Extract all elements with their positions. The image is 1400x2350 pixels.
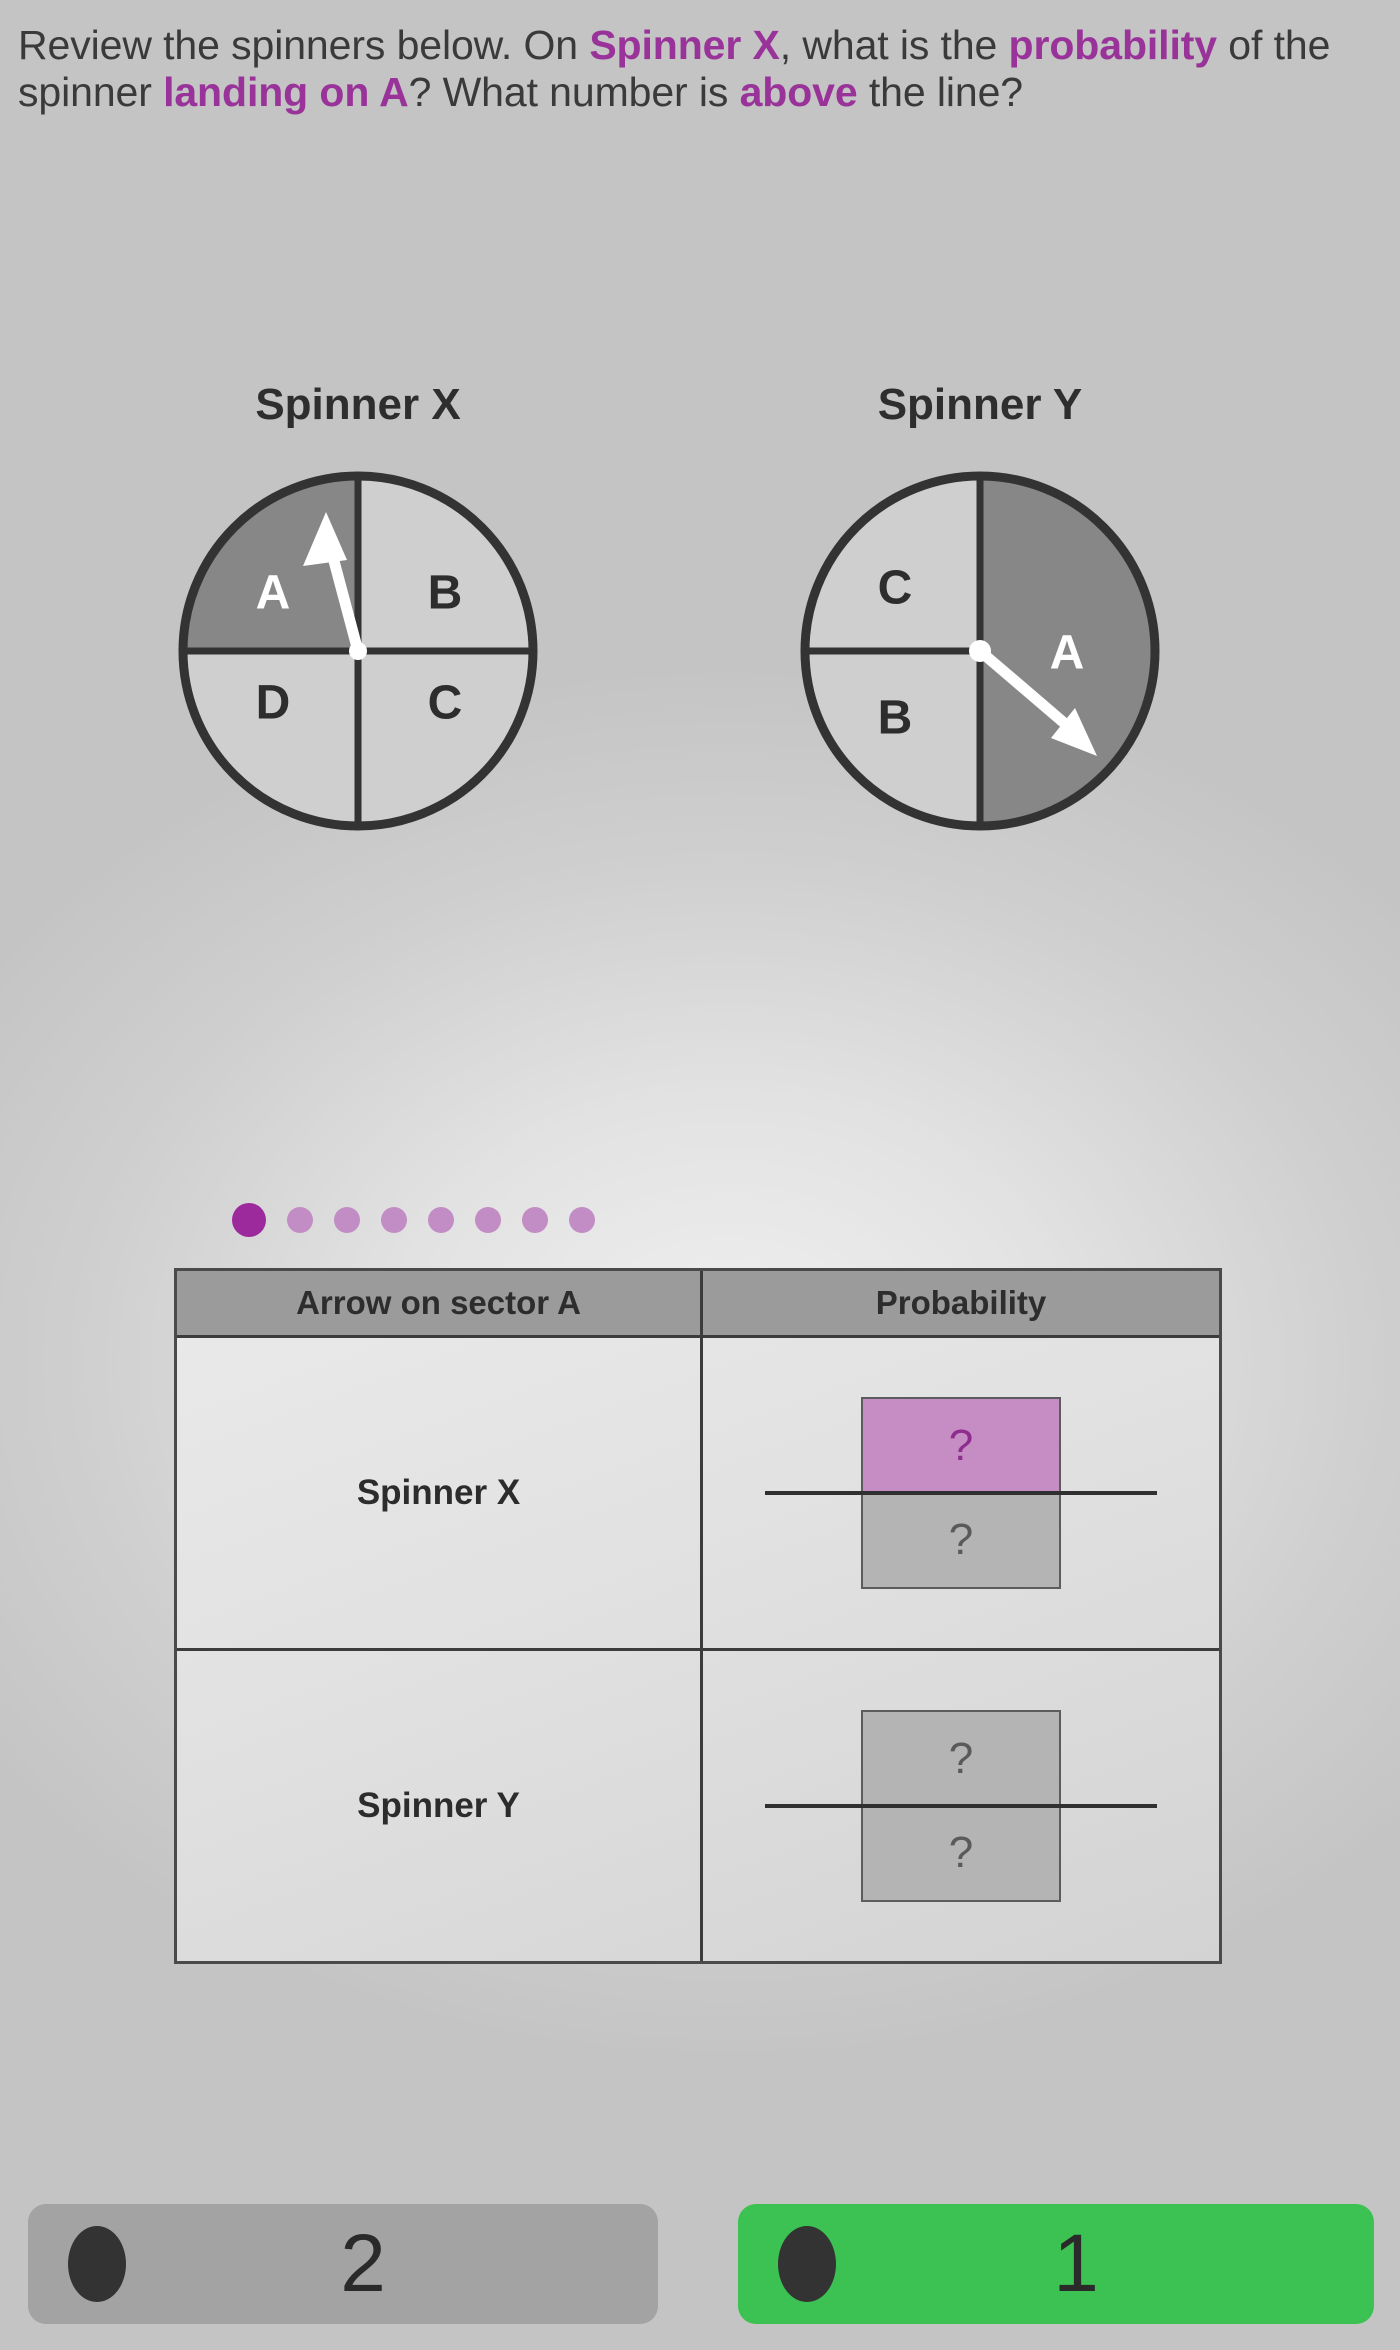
sector-b-y xyxy=(805,651,980,826)
table-header-row: Arrow on sector A Probability xyxy=(177,1271,1219,1338)
prompt-highlight-above: above xyxy=(739,68,858,115)
prompt-text-2: , what is the xyxy=(779,22,1009,68)
sector-label-a-x: A xyxy=(256,567,291,620)
fraction-widget-spinner-y: ? ? xyxy=(765,1706,1157,1906)
table-row: Spinner X ? ? xyxy=(177,1338,1219,1651)
row-label-cell-spinner-y: Spinner Y xyxy=(177,1651,703,1961)
row-label-spinner-y: Spinner Y xyxy=(357,1786,520,1825)
sector-c-x xyxy=(358,651,533,826)
answer-button-2[interactable]: 2 xyxy=(28,2204,658,2324)
bullet-icon xyxy=(778,2226,836,2302)
bullet-icon xyxy=(68,2226,126,2302)
progress-dot-active xyxy=(232,1203,266,1237)
spinner-y-block: Spinner Y A C B xyxy=(660,380,1300,846)
prompt-text-4: ? What number is xyxy=(408,68,740,115)
row-value-cell-spinner-y: ? ? xyxy=(703,1651,1219,1961)
answer-label-1: 1 xyxy=(1053,2218,1099,2309)
spinner-y-arrow xyxy=(969,640,1097,756)
table-row: Spinner Y ? ? xyxy=(177,1651,1219,1961)
row-value-cell-spinner-x: ? ? xyxy=(703,1338,1219,1648)
fraction-widget-spinner-x: ? ? xyxy=(765,1393,1157,1593)
numerator-box-spinner-y[interactable]: ? xyxy=(861,1710,1061,1806)
header-cell-arrow: Arrow on sector A xyxy=(177,1271,703,1335)
prompt-highlight-spinner-x: Spinner X xyxy=(589,22,780,68)
fraction-bar-spinner-y xyxy=(765,1804,1157,1808)
spinner-diagrams: Spinner X A B C D xyxy=(0,380,1400,1070)
question-prompt: Review the spinners below. On Spinner X,… xyxy=(18,22,1390,115)
prompt-text-3: of the spinner xyxy=(18,22,1331,115)
spinner-y-wrap: A C B xyxy=(660,456,1300,846)
numerator-box-spinner-x[interactable]: ? xyxy=(861,1397,1061,1493)
sector-label-d-x: D xyxy=(256,677,291,730)
spinner-x-block: Spinner X A B C D xyxy=(58,380,658,846)
spinner-x-arrow xyxy=(303,512,367,660)
header-label-arrow: Arrow on sector A xyxy=(296,1284,581,1321)
sector-label-c-x: C xyxy=(428,677,463,730)
denominator-box-spinner-x[interactable]: ? xyxy=(861,1493,1061,1589)
spinner-x-title: Spinner X xyxy=(255,380,461,429)
sector-a-x xyxy=(183,476,358,651)
answer-button-1[interactable]: 1 xyxy=(738,2204,1374,2324)
progress-dot xyxy=(381,1207,407,1233)
sector-label-c-y: C xyxy=(878,562,913,615)
row-label-spinner-x: Spinner X xyxy=(356,1473,521,1512)
progress-dot xyxy=(569,1207,595,1233)
progress-dot xyxy=(287,1207,313,1233)
progress-dot xyxy=(522,1207,548,1233)
prompt-text-1: Review the spinners below. On xyxy=(18,22,590,68)
spinner-x-diagram: A B C D xyxy=(178,471,538,831)
spinner-x-outline xyxy=(178,471,538,831)
probability-table: Arrow on sector A Probability Spinner X … xyxy=(174,1268,1222,1964)
sector-label-b-x: B xyxy=(428,567,463,620)
spinner-y-outline xyxy=(800,471,1160,831)
sector-d-x xyxy=(183,651,358,826)
progress-dot xyxy=(475,1207,501,1233)
denominator-box-spinner-y[interactable]: ? xyxy=(861,1806,1061,1902)
spinner-y-title: Spinner Y xyxy=(877,380,1083,429)
spinner-x-wrap: A B C D xyxy=(58,456,658,846)
answer-label-2: 2 xyxy=(340,2218,386,2309)
sector-b-x xyxy=(358,476,533,651)
row-label-cell-spinner-x: Spinner X xyxy=(177,1338,703,1648)
sector-a-y xyxy=(980,476,1155,826)
header-cell-probability: Probability xyxy=(703,1271,1219,1335)
header-label-probability: Probability xyxy=(875,1284,1047,1321)
answer-options: 2 1 xyxy=(0,2204,1400,2332)
progress-dots xyxy=(232,1198,595,1242)
progress-dot xyxy=(334,1207,360,1233)
sector-label-a-y: A xyxy=(1050,627,1085,680)
prompt-text-5: the line? xyxy=(857,68,1023,115)
prompt-highlight-landing-on-a: landing on A xyxy=(163,68,409,115)
sector-c-y xyxy=(805,476,980,651)
prompt-highlight-probability: probability xyxy=(1008,22,1218,68)
sector-label-b-y: B xyxy=(878,692,913,745)
spinner-y-diagram: A C B xyxy=(800,471,1160,831)
fraction-bar-spinner-x xyxy=(765,1491,1157,1495)
progress-dot xyxy=(428,1207,454,1233)
